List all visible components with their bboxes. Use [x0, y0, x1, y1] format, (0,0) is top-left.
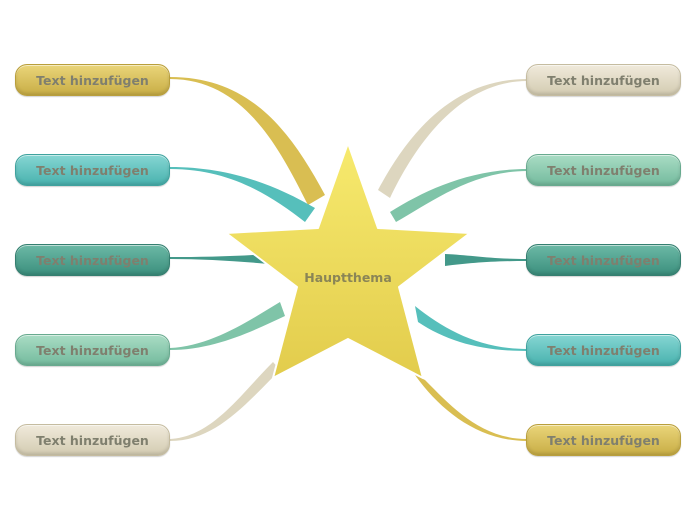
branch-right-1	[378, 79, 527, 198]
subtopic-right-1[interactable]: Text hinzufügen	[526, 64, 681, 96]
subtopic-right-2[interactable]: Text hinzufügen	[526, 154, 681, 186]
branch-left-1	[170, 77, 325, 205]
subtopic-left-4[interactable]: Text hinzufügen	[15, 334, 170, 366]
subtopic-right-3[interactable]: Text hinzufügen	[526, 244, 681, 276]
branch-left-5	[170, 362, 280, 441]
branch-right-5	[415, 375, 527, 441]
subtopic-right-5[interactable]: Text hinzufügen	[526, 424, 681, 456]
subtopic-left-1[interactable]: Text hinzufügen	[15, 64, 170, 96]
branch-right-3	[445, 254, 527, 266]
main-topic-star[interactable]	[225, 142, 471, 379]
branch-right-2	[390, 169, 527, 222]
main-topic-label[interactable]: Hauptthema	[304, 270, 392, 285]
subtopic-left-2[interactable]: Text hinzufügen	[15, 154, 170, 186]
subtopic-left-5[interactable]: Text hinzufügen	[15, 424, 170, 456]
branch-right-4	[415, 306, 527, 351]
subtopic-right-4[interactable]: Text hinzufügen	[526, 334, 681, 366]
branch-left-4	[170, 302, 285, 350]
subtopic-left-3[interactable]: Text hinzufügen	[15, 244, 170, 276]
branch-left-2	[170, 167, 315, 222]
